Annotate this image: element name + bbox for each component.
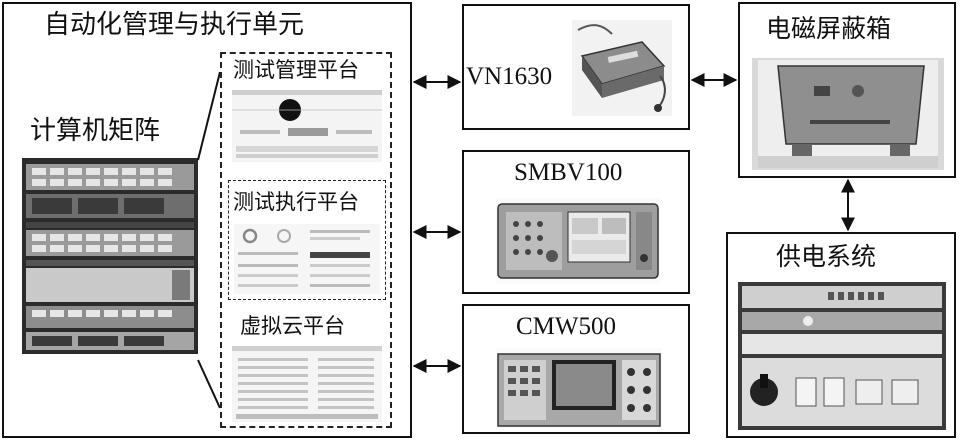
smbv100-device-image [496, 198, 660, 284]
virtual-cloud-screenshot [232, 346, 382, 422]
server-rack-image [22, 158, 198, 354]
automation-unit-title: 自动化管理与执行单元 [44, 10, 305, 40]
cmw500-label: CMW500 [516, 313, 616, 340]
vn1630-label: VN1630 [466, 63, 553, 90]
smbv100-label: SMBV100 [514, 159, 623, 186]
shield-box-label: 电磁屏蔽箱 [766, 14, 892, 43]
test-execution-platform-label: 测试执行平台 [233, 190, 359, 214]
shield-box-image [752, 58, 944, 170]
power-system-label: 供电系统 [776, 242, 877, 271]
test-management-platform-label: 测试管理平台 [233, 58, 359, 82]
virtual-cloud-platform-label: 虚拟云平台 [240, 314, 345, 338]
cmw500-device-image [496, 348, 662, 428]
test-execution-screenshot [234, 224, 380, 294]
power-system-image [738, 282, 946, 430]
bracket-lines [197, 71, 221, 409]
vn1630-device-image [572, 20, 672, 116]
computer-matrix-label: 计算机矩阵 [30, 116, 161, 146]
test-management-screenshot [232, 90, 382, 162]
